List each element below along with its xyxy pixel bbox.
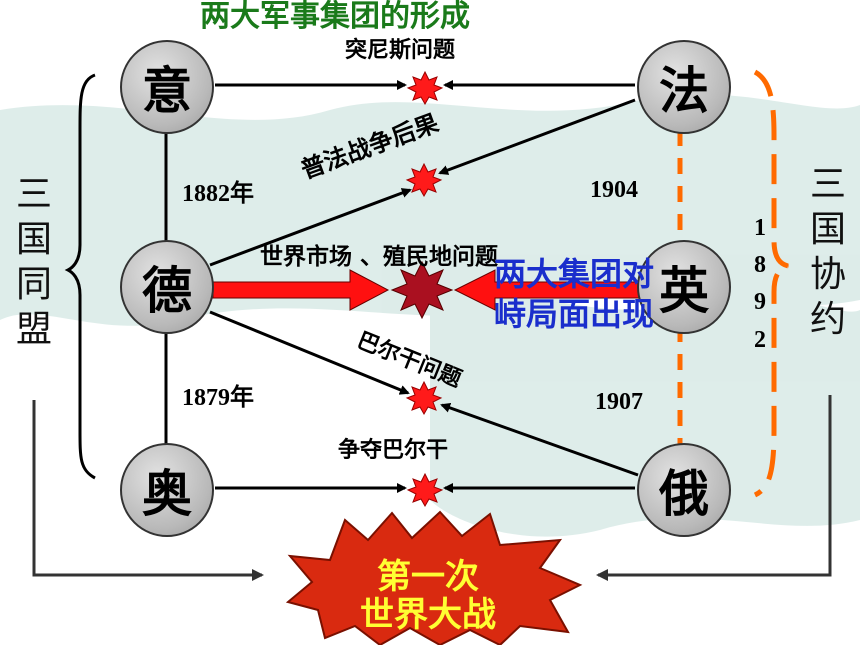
label-tunisia: 突尼斯问题 [345,38,456,63]
triple-entente-label: 三 国 协 约 [808,162,848,342]
triple-entente-char: 国 [809,209,846,250]
node-russia: 俄 [637,443,731,537]
explosion-balkan-issue [405,380,443,416]
triple-entente-char: 三 [809,164,846,205]
world-war-line: 第一次 [377,557,479,597]
year-1892-digit: 8 [754,252,766,279]
year-1892-digit: 9 [754,289,766,316]
confrontation-label: 两大集团对 峙局面出现 [494,254,654,334]
explosion-worldmarket [390,260,454,320]
year-1892-digit: 2 [754,326,766,353]
triple-entente-char: 约 [809,299,846,340]
world-war-line: 世界大战 [360,595,496,636]
triple-alliance-label: 三 国 同 盟 [14,172,54,352]
arrow-britain-worldmarket [453,269,661,311]
explosion-balkan-contest [406,472,444,508]
year-1882: 1882年 [182,181,254,207]
entente-brace [753,69,789,498]
triple-alliance-brace [64,73,96,480]
world-war-burst [285,510,583,645]
world-war-label: 第一次 世界大战 [328,558,528,634]
arrow-germany-francoprussian [209,188,412,267]
year-1879: 1879年 [182,385,254,411]
year-1907: 1907 [595,389,643,415]
label-world-market: 世界市场 、殖民地问题 [260,244,499,270]
arrow-russia-balkan [440,402,639,477]
confrontation-line: 峙局面出现 [494,295,655,333]
arrow-germany-worldmarket [212,269,390,311]
arrow-germany-balkan [209,310,410,395]
node-italy: 意 [120,40,214,134]
triple-alliance-char: 同 [15,264,52,305]
explosion-tunisia [406,70,444,106]
triple-entente-char: 协 [809,254,846,295]
triple-alliance-char: 三 [15,174,52,215]
explosion-francoprussian [405,162,443,198]
triple-alliance-char: 盟 [15,309,52,350]
arrow-france-francoprussian [438,98,636,175]
node-austria: 奥 [120,443,214,537]
triple-alliance-char: 国 [15,219,52,260]
node-britain: 英 [637,240,731,334]
page-title: 两大军事集团的形成 [200,0,470,34]
alliance-to-war-arrow [32,400,264,581]
entente-to-war-arrow [596,395,832,581]
confrontation-line: 两大集团对 [494,255,655,293]
year-1904: 1904 [590,177,638,203]
node-germany: 德 [120,240,214,334]
year-1892-label: 1 8 9 2 [750,210,770,359]
label-balkan-contest: 争夺巴尔干 [338,438,449,463]
node-france: 法 [637,40,731,134]
year-1892-digit: 1 [754,215,766,241]
